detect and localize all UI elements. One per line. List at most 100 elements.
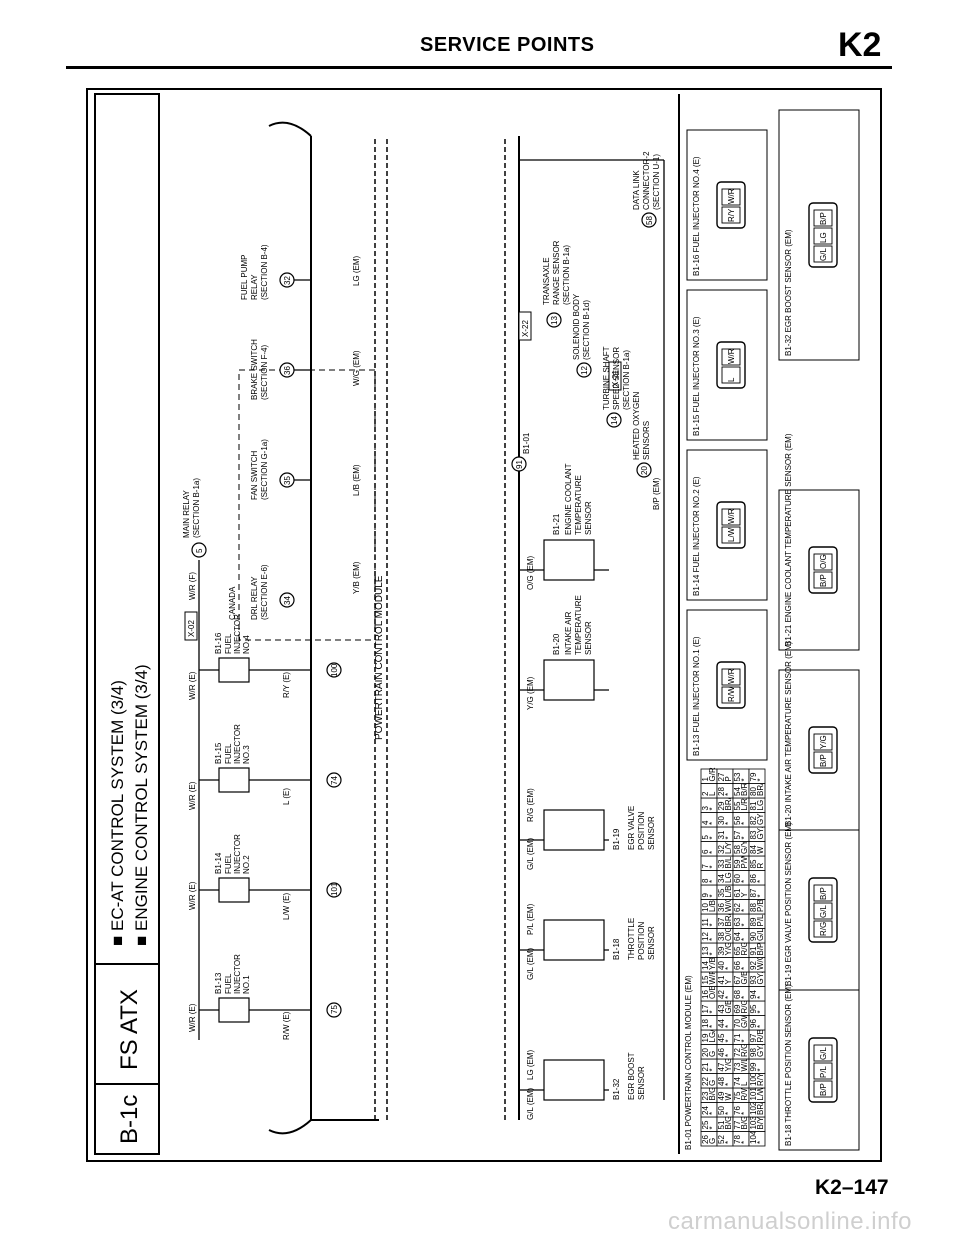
pcm-pin-color: G/Y bbox=[740, 840, 749, 854]
svg-text:91: 91 bbox=[515, 460, 524, 469]
injector-b1-15: B1-15 FUEL INJECTOR NO.3 L (E) 74 bbox=[199, 724, 342, 805]
pcm-pin-number: 103 bbox=[749, 1116, 758, 1130]
svg-text:X-22: X-22 bbox=[521, 320, 530, 337]
connector-pin-label: B/P bbox=[819, 212, 828, 225]
svg-text:TRANSAXLE: TRANSAXLE bbox=[542, 257, 551, 305]
svg-text:14: 14 bbox=[610, 416, 619, 425]
svg-text:L/W (E): L/W (E) bbox=[282, 893, 291, 920]
svg-text:O/G (EM): O/G (EM) bbox=[526, 555, 535, 590]
connector-pin-label: G/L bbox=[819, 905, 828, 918]
pcm-pin-number: 42 bbox=[717, 990, 726, 999]
pcm-pin-number: 73 bbox=[733, 1062, 742, 1071]
pcm-pin-color: * bbox=[740, 778, 749, 781]
pcm-pin-number: 33 bbox=[717, 859, 726, 868]
svg-text:X-21: X-21 bbox=[611, 370, 620, 387]
pcm-pin-number: 87 bbox=[749, 888, 758, 897]
connector-panel bbox=[778, 669, 860, 831]
pcm-pin-color: * bbox=[740, 938, 749, 941]
pcm-pin-number: 1 bbox=[701, 777, 710, 782]
pcm-pin-number: 66 bbox=[733, 961, 742, 970]
pcm-pin-number: 11 bbox=[701, 918, 710, 927]
pcm-pin-color: GY/R bbox=[756, 820, 765, 840]
pcm-pin-number: 52 bbox=[717, 1135, 726, 1144]
connector-x02-label: X-02 bbox=[187, 620, 196, 637]
svg-text:B1-01 POWERTRAIN CONTROL MODUL: B1-01 POWERTRAIN CONTROL MODULE (EM) bbox=[684, 975, 693, 1150]
svg-text:TURBINE SHAFT: TURBINE SHAFT bbox=[602, 346, 611, 410]
svg-text:BRAKE SWITCH: BRAKE SWITCH bbox=[250, 339, 259, 400]
pcm-pin-color: Y bbox=[724, 979, 733, 985]
pcm-pin-number: 32 bbox=[717, 845, 726, 854]
watermark: carmanualsonline.info bbox=[668, 1208, 912, 1235]
pcm-pin-color: * bbox=[740, 1112, 749, 1115]
svg-text:TEMPERATURE: TEMPERATURE bbox=[574, 475, 583, 535]
connector-panel-title: B1-20 INTAKE AIR TEMPERATURE SENSOR (EM) bbox=[784, 641, 793, 826]
pcm-pin-number: 99 bbox=[749, 1062, 758, 1071]
pcm-pin-number: 36 bbox=[717, 903, 726, 912]
pcm-pin-color: B/LG bbox=[724, 850, 733, 868]
svg-text:101: 101 bbox=[330, 882, 339, 896]
svg-text:(SECTION F-4): (SECTION F-4) bbox=[260, 345, 269, 400]
pcm-pin-number: 56 bbox=[733, 816, 742, 825]
pcm-pin-number: 30 bbox=[717, 816, 726, 825]
svg-text:R/G (EM): R/G (EM) bbox=[526, 788, 535, 822]
pcm-pin-number: 104 bbox=[749, 1130, 758, 1144]
pcm-pin-number: 61 bbox=[733, 888, 742, 897]
pcm-pin-number: 41 bbox=[717, 975, 726, 984]
svg-text:SENSOR: SENSOR bbox=[647, 816, 656, 850]
pcm-pin-color: * bbox=[756, 1025, 765, 1028]
pcm-pin-number: 58 bbox=[733, 845, 742, 854]
pcm-pin-color: * bbox=[740, 967, 749, 970]
connector-pin-label: Y/G bbox=[819, 735, 828, 749]
pcm-pin-number: 74 bbox=[733, 1077, 742, 1086]
module-bracket bbox=[268, 121, 379, 1135]
connector-pin-label: L/W bbox=[727, 527, 736, 542]
svg-text:58: 58 bbox=[645, 216, 654, 225]
connector-panel-title: B1-19 EGR VALVE POSITION SENSOR (EM) bbox=[784, 822, 793, 986]
pcm-pin-color: * bbox=[708, 851, 717, 854]
connector-pin bbox=[721, 188, 741, 206]
svg-text:RELAY: RELAY bbox=[250, 274, 259, 300]
page-header-title: SERVICE POINTS bbox=[420, 34, 595, 56]
svg-text:B1-13: B1-13 bbox=[214, 972, 223, 994]
pcm-pin-number: 12 bbox=[701, 932, 710, 941]
pcm-pin-number: 23 bbox=[701, 1091, 710, 1100]
pcm-pin-number: 88 bbox=[749, 903, 758, 912]
svg-text:75: 75 bbox=[330, 1005, 339, 1014]
svg-text:DRL RELAY: DRL RELAY bbox=[250, 576, 259, 620]
pcm-pin-number: 18 bbox=[701, 1019, 710, 1028]
connector-pin bbox=[813, 751, 833, 769]
pcm-pin-number: 25 bbox=[701, 1120, 710, 1129]
connector-pin bbox=[721, 686, 741, 704]
pcm-pin-color: BR/W bbox=[756, 1094, 765, 1115]
pcm-pin-number: 37 bbox=[717, 917, 726, 926]
svg-text:(SECTION B-4): (SECTION B-4) bbox=[260, 244, 269, 300]
svg-text:32: 32 bbox=[283, 276, 292, 285]
pcm-pin-color: W/R bbox=[708, 969, 717, 985]
svg-text:36: 36 bbox=[283, 366, 292, 375]
pcm-pin-color: W bbox=[756, 846, 765, 854]
svg-text:G/L (EM): G/L (EM) bbox=[526, 838, 535, 870]
svg-text:(SECTION B-1a): (SECTION B-1a) bbox=[192, 478, 201, 538]
pcm-pin-number: 28 bbox=[717, 787, 726, 796]
svg-text:(SECTION B-1a): (SECTION B-1a) bbox=[622, 350, 631, 410]
pcm-pin-color: G/W bbox=[740, 1012, 749, 1028]
svg-text:G/L (EM): G/L (EM) bbox=[526, 1088, 535, 1120]
connector-pin bbox=[813, 902, 833, 920]
pcm-pin-color: O/G bbox=[724, 926, 733, 941]
connector-panel-title: B1-14 FUEL INJECTOR NO.2 (E) bbox=[692, 476, 701, 596]
svg-text:35: 35 bbox=[283, 476, 292, 485]
svg-text:SENSOR: SENSOR bbox=[637, 1066, 646, 1100]
svg-text:FUEL: FUEL bbox=[224, 633, 233, 654]
svg-text:B1-19: B1-19 bbox=[612, 828, 621, 850]
svg-text:W/R (E): W/R (E) bbox=[188, 1003, 197, 1032]
svg-text:B1-20: B1-20 bbox=[552, 633, 561, 655]
connector-pin bbox=[813, 1062, 833, 1080]
svg-text:B1-14: B1-14 bbox=[214, 852, 223, 874]
pcm-pin-color: GY/G bbox=[756, 1037, 765, 1057]
svg-text:LG (EM): LG (EM) bbox=[352, 255, 361, 286]
pcm-pin-color: * bbox=[756, 1141, 765, 1144]
svg-text:34: 34 bbox=[283, 596, 292, 605]
svg-text:W/R (E): W/R (E) bbox=[188, 781, 197, 810]
svg-text:INJECTOR: INJECTOR bbox=[233, 954, 242, 994]
pcm-pin-number: 21 bbox=[701, 1062, 710, 1071]
